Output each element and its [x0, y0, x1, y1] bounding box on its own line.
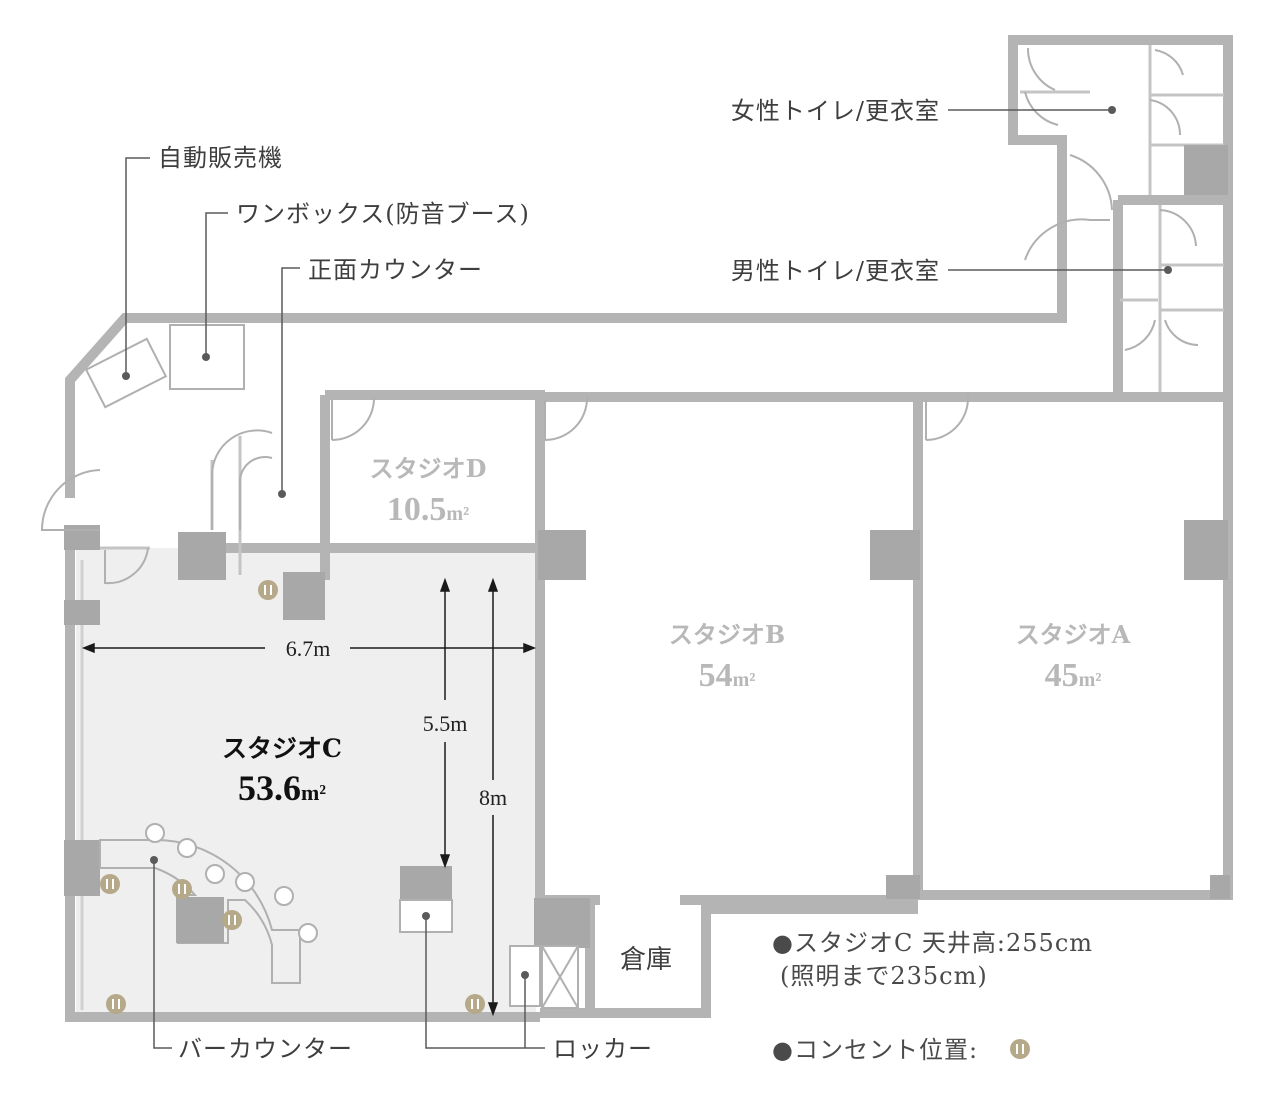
studio-b-name: スタジオB	[669, 620, 785, 649]
studio-b-area: 54m²	[699, 657, 756, 694]
studio-c-name: スタジオC	[222, 734, 342, 763]
callout-locker: ロッカー	[553, 1035, 653, 1063]
onebox-booth	[169, 324, 245, 390]
outlet-icon	[222, 910, 242, 930]
bar-stools	[145, 823, 318, 943]
outlet-legend-icon	[1010, 1039, 1030, 1059]
outlets	[100, 580, 1030, 1059]
dimension-lines	[81, 577, 537, 1017]
note-ceiling-lighting: (照明まで235cm)	[780, 962, 988, 990]
callout-mens-restroom: 男性トイレ/更衣室	[731, 257, 940, 285]
dim-width: 6.7m	[286, 636, 331, 661]
outlet-icon	[258, 580, 278, 600]
outlet-icon	[106, 994, 126, 1014]
dim-depth-locker: 5.5m	[423, 711, 468, 736]
note-outlet-legend: ●コンセント位置:	[772, 1036, 978, 1064]
studio-d-name: スタジオD	[370, 454, 487, 483]
dim-depth-full: 8m	[479, 785, 507, 810]
pillars	[64, 145, 1230, 948]
leader-dots	[122, 106, 1172, 979]
callout-front-counter: 正面カウンター	[308, 256, 483, 284]
studio-a-name: スタジオA	[1016, 620, 1131, 649]
locker-dark	[400, 866, 452, 900]
callout-womens-restroom: 女性トイレ/更衣室	[731, 97, 940, 125]
note-ceiling-height: ●スタジオC 天井高:255cm	[772, 929, 1093, 957]
callout-bar-counter: バーカウンター	[178, 1035, 353, 1063]
walls	[65, 35, 1233, 1022]
leader-lines	[125, 109, 1168, 1049]
outlet-icon	[465, 994, 485, 1014]
studio-a-area: 45m²	[1045, 657, 1102, 694]
door-swings	[40, 47, 1199, 585]
callout-onebox: ワンボックス(防音ブース)	[236, 200, 530, 228]
storage-label: 倉庫	[620, 945, 672, 975]
outlet-icon	[172, 879, 192, 899]
bar-counter-block	[176, 897, 224, 943]
studio-d-area: 10.5m²	[387, 491, 469, 528]
outlet-icon	[100, 874, 120, 894]
studio-c-area: 53.6m²	[238, 768, 326, 808]
callout-vending-machine: 自動販売機	[158, 144, 283, 172]
